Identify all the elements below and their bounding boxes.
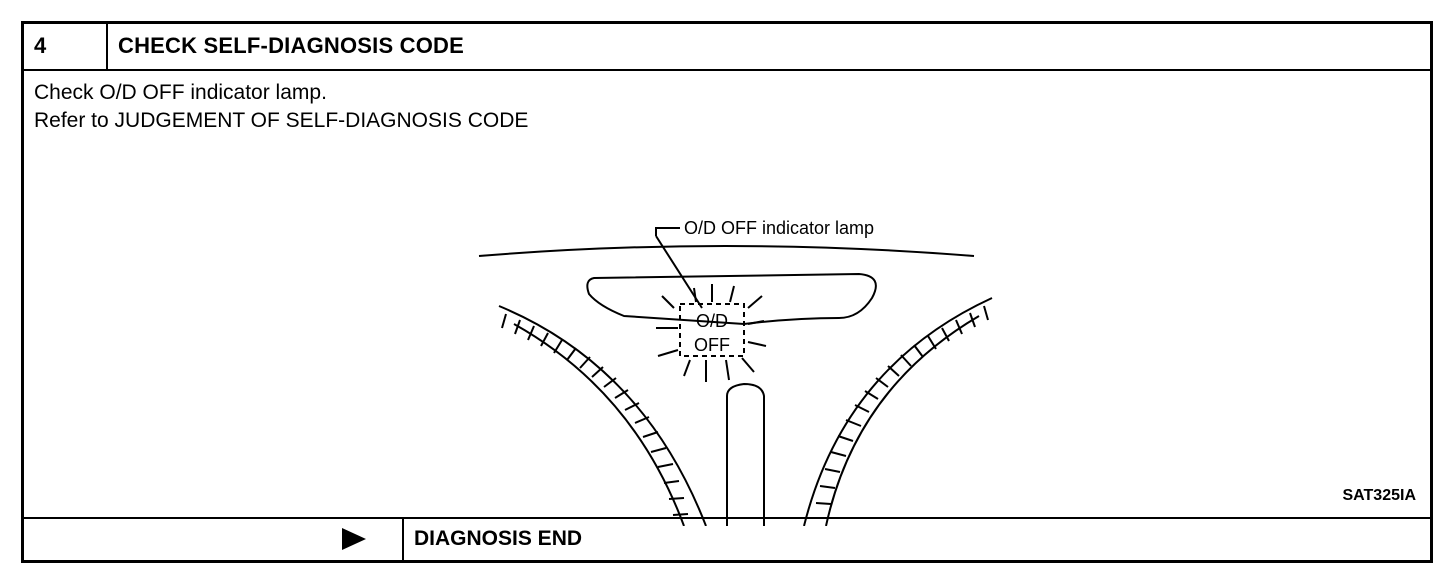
dash-top-line bbox=[478, 245, 975, 257]
footer-divider bbox=[402, 519, 404, 560]
callout-label: O/D OFF indicator lamp bbox=[684, 218, 874, 238]
lamp-frame bbox=[679, 303, 745, 357]
right-gauge-ticks bbox=[815, 305, 989, 505]
header-divider bbox=[106, 24, 108, 69]
steering-column bbox=[726, 382, 765, 526]
right-triangle-icon bbox=[342, 528, 366, 550]
instruction-line-1: Check O/D OFF indicator lamp. bbox=[34, 81, 327, 104]
lamp-text-off: OFF bbox=[694, 335, 730, 355]
step-number: 4 bbox=[34, 33, 47, 58]
indicator-panel bbox=[586, 272, 877, 326]
lamp-text-od: O/D bbox=[696, 311, 728, 331]
step-header-row: 4 CHECK SELF-DIAGNOSIS CODE bbox=[24, 24, 1430, 71]
result-text: DIAGNOSIS END bbox=[414, 527, 583, 550]
instrument-cluster-figure: O/D OFF O/D OFF indicator lamp bbox=[478, 218, 993, 526]
step-footer-row: DIAGNOSIS END bbox=[24, 519, 1430, 560]
step-body-row: Check O/D OFF indicator lamp. Refer to J… bbox=[24, 71, 1430, 526]
diagnosis-step-table: 4 CHECK SELF-DIAGNOSIS CODE Check O/D OF… bbox=[21, 21, 1433, 563]
step-title: CHECK SELF-DIAGNOSIS CODE bbox=[118, 33, 465, 58]
figure-code: SAT325IA bbox=[1342, 487, 1416, 504]
left-gauge-inner-arc bbox=[513, 323, 685, 526]
left-gauge-ticks bbox=[501, 313, 689, 516]
left-gauge-outer-arc bbox=[498, 305, 707, 526]
right-gauge-outer-arc bbox=[803, 297, 993, 526]
right-gauge-inner-arc bbox=[825, 315, 980, 526]
instruction-line-2: Refer to JUDGEMENT OF SELF-DIAGNOSIS COD… bbox=[34, 109, 529, 132]
